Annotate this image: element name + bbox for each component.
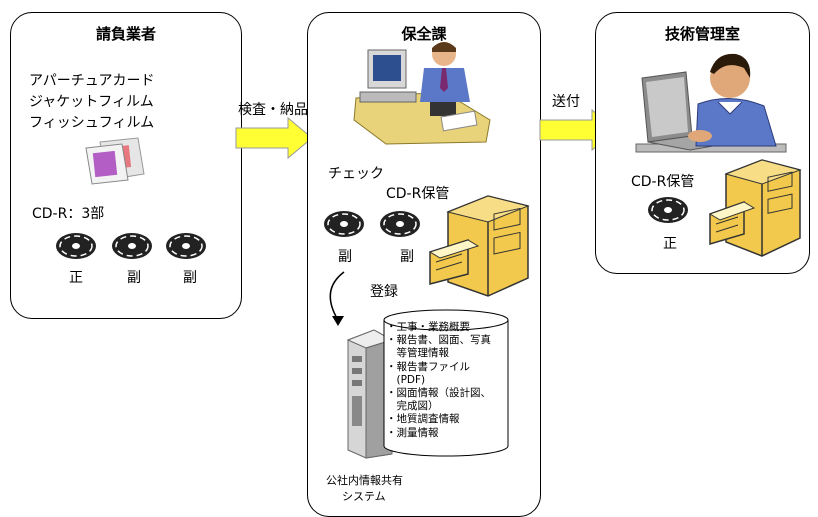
disc-icon	[166, 233, 206, 259]
db-item: ・報告書、図面、写真	[386, 334, 491, 347]
disc-icon	[56, 233, 96, 259]
disc-label-copy: 副	[338, 249, 352, 265]
db-item: 完成図）	[386, 400, 439, 413]
worker-at-desk-icon	[353, 42, 491, 145]
db-item: ・工事・業務概要	[386, 321, 470, 333]
database-info-list: ・工事・業務概要 ・報告書、図面、写真 等管理情報 ・報告書ファイル (PDF)…	[386, 321, 511, 440]
disc-label-copy: 副	[400, 249, 414, 265]
media-line-3: フィッシュフィルム	[29, 115, 155, 131]
disc-label-copy: 副	[183, 270, 197, 286]
disc-icon	[324, 211, 364, 237]
check-label: チェック	[328, 166, 384, 182]
db-item: ・地質調査情報	[386, 413, 460, 426]
inspect-arrow-label: 検査・納品	[238, 102, 308, 118]
man-at-laptop-icon	[635, 53, 787, 153]
media-line-1: アパーチュアカード	[29, 73, 155, 89]
register-label: 登録	[370, 284, 398, 300]
tech-office-title: 技術管理室	[664, 25, 740, 43]
cdr-count-label: CD-R：3部	[32, 206, 105, 222]
inspect-arrow	[235, 116, 313, 160]
contractor-title: 請負業者	[95, 25, 156, 43]
maintenance-title: 保全課	[401, 25, 447, 43]
server-label-line-2: システム	[342, 490, 386, 503]
database-cylinder	[383, 309, 509, 457]
maintenance-storage-label: CD-R保管	[386, 186, 450, 202]
filing-cabinet-icon	[428, 195, 530, 297]
db-item: ・測量情報	[386, 426, 439, 439]
db-item: ・報告書ファイル	[386, 360, 470, 373]
send-arrow-label: 送付	[552, 94, 580, 110]
db-item: (PDF)	[386, 373, 426, 386]
disc-icon	[112, 233, 152, 259]
db-item: ・図面情報（設計図、	[386, 387, 491, 400]
film-cards-icon	[85, 137, 145, 185]
server-label-line-1: 公社内情報共有	[326, 474, 403, 487]
filing-cabinet-icon	[708, 159, 802, 257]
register-curved-arrow	[329, 271, 345, 326]
tech-storage-label: CD-R保管	[631, 174, 695, 190]
media-line-2: ジャケットフィルム	[29, 94, 154, 110]
disc-icon	[380, 211, 420, 237]
db-item: 等管理情報	[386, 347, 449, 360]
disc-icon	[648, 197, 688, 223]
disc-label-original: 正	[69, 270, 83, 286]
tech-disc-label: 正	[663, 236, 677, 252]
disc-label-copy: 副	[127, 270, 141, 286]
